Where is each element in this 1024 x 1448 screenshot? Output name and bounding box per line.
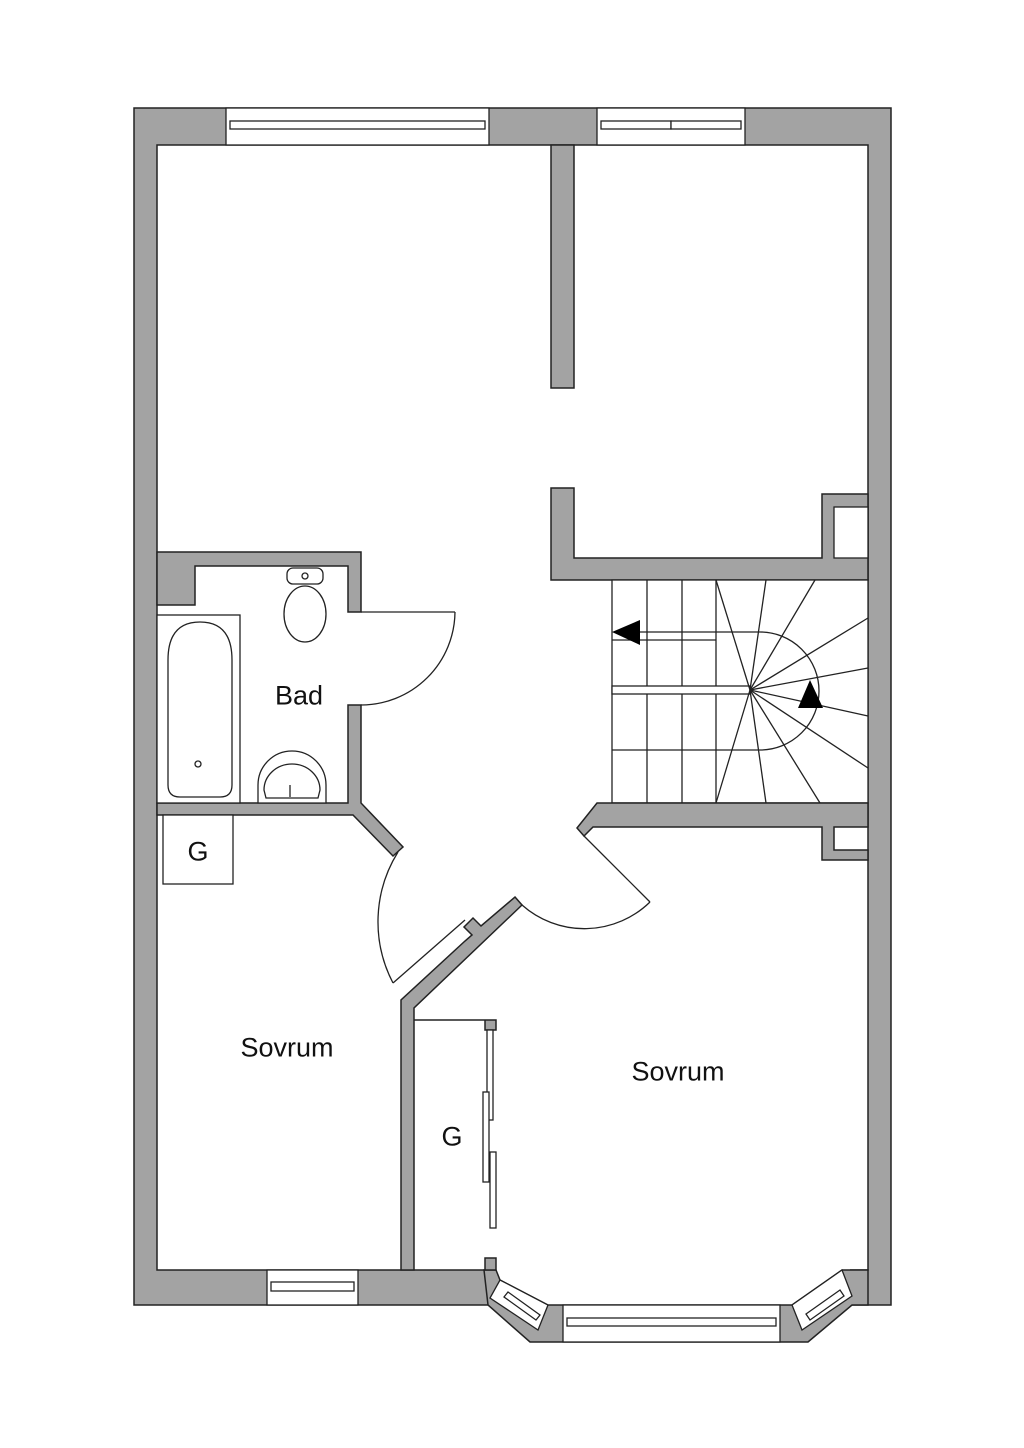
window-top-left bbox=[225, 107, 490, 146]
shaft-top bbox=[833, 506, 869, 559]
wall-bathroom-lower bbox=[156, 704, 405, 858]
toilet bbox=[283, 567, 327, 643]
room-label-bathroom: Bad bbox=[274, 680, 324, 711]
door-bedroom-right[interactable] bbox=[521, 835, 651, 930]
closet-right-end bbox=[484, 1257, 497, 1271]
closet-label-right: G bbox=[441, 1121, 463, 1152]
window-top-right bbox=[596, 107, 746, 146]
closet-left bbox=[162, 814, 234, 885]
wall-top-divider bbox=[550, 144, 575, 389]
staircase bbox=[611, 579, 869, 804]
room-label-bedroom-left: Sovrum bbox=[240, 1032, 334, 1063]
bathtub bbox=[156, 614, 241, 804]
wall-stair-top bbox=[550, 487, 869, 581]
bay-window bbox=[483, 1268, 869, 1343]
stair-arrow-left-icon bbox=[612, 620, 640, 645]
closet-right-sliding-doors[interactable] bbox=[482, 1029, 497, 1229]
window-bottom-left bbox=[266, 1269, 359, 1306]
sink bbox=[257, 750, 327, 804]
door-bedroom-left[interactable] bbox=[377, 851, 466, 984]
wall-stair-bottom bbox=[576, 802, 869, 861]
room-label-bedroom-right: Sovrum bbox=[631, 1056, 725, 1087]
door-bathroom[interactable] bbox=[360, 611, 456, 706]
wall-bedroom-divider bbox=[400, 895, 524, 1271]
closet-label-left: G bbox=[187, 836, 209, 867]
wall-bathroom bbox=[156, 551, 362, 613]
stair-arrow-up-icon bbox=[798, 680, 823, 708]
